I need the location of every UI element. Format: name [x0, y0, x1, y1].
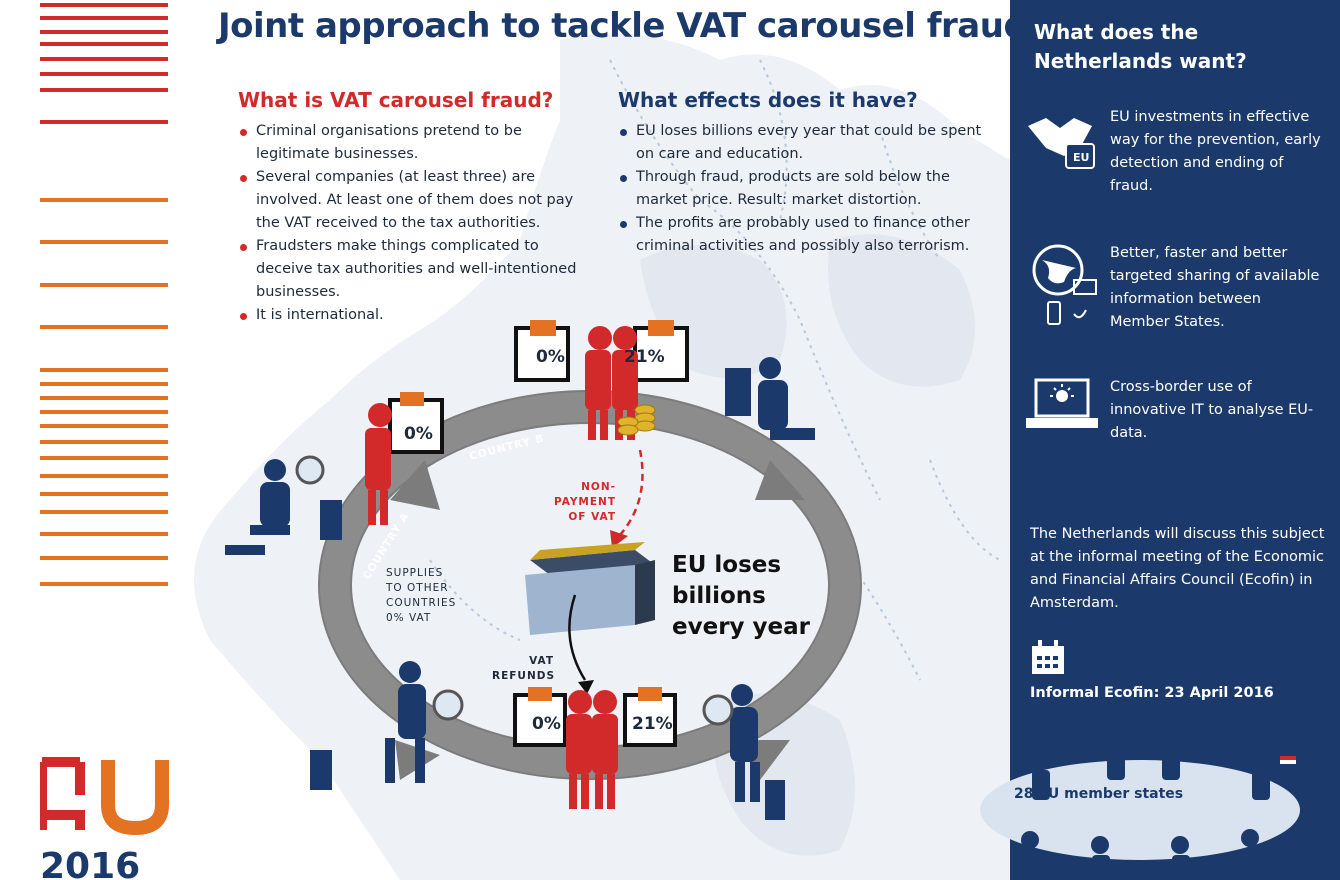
effects-list: EU loses billions every year that could …	[618, 120, 988, 258]
meeting-date: Informal Ecofin: 23 April 2016	[1030, 685, 1274, 701]
box-21-top-label: 21%	[624, 347, 665, 367]
netherlands-flag-icon	[1280, 756, 1296, 768]
inspector-figure-top-right	[725, 357, 815, 440]
treasure-chest-icon	[525, 542, 655, 635]
list-item: Several companies (at least three) are i…	[238, 166, 598, 235]
box-21-bottom-label: 21%	[632, 714, 673, 734]
fraudster-figure-left	[365, 403, 392, 525]
sidebar-item-text: EU investments in effective way for the …	[1110, 109, 1321, 194]
box-zero-left-label: 0%	[404, 424, 433, 444]
calendar-icon	[1032, 640, 1064, 674]
meeting-table-illustration	[980, 731, 1300, 880]
sidebar-title: What does the Netherlands want?	[1034, 20, 1247, 73]
carousel-diagram	[225, 320, 862, 820]
list-item: It is international.	[238, 304, 598, 327]
list-item: Criminal organisations pretend to be leg…	[238, 120, 598, 166]
vat-refunds-arrow	[568, 594, 587, 681]
page-title: Joint approach to tackle VAT carousel fr…	[218, 6, 1028, 46]
globe-sharing-icon	[1032, 244, 1097, 325]
meeting-label: 28 EU member states	[1014, 786, 1184, 802]
sidebar-panel: What does the Netherlands want? EU EU in…	[980, 0, 1340, 880]
arrow-head	[390, 460, 440, 510]
handshake-eu-icon: EU	[1028, 118, 1095, 169]
effects-heading: What effects does it have?	[618, 88, 918, 112]
box-zero-bottom-label: 0%	[532, 714, 561, 734]
box-zero-bottom	[513, 687, 567, 747]
box-zero-left	[388, 392, 444, 454]
inspector-figure-bottom-right	[702, 684, 785, 820]
what-is-list: Criminal organisations pretend to be leg…	[238, 120, 598, 327]
svg-text:EU: EU	[1073, 151, 1089, 164]
fraudster-figures-bottom	[566, 690, 618, 809]
list-item: The profits are probably used to finance…	[618, 212, 988, 258]
list-item: Through fraud, products are sold below t…	[618, 166, 988, 212]
inspector-figure-left	[225, 455, 342, 555]
what-is-heading: What is VAT carousel fraud?	[238, 88, 554, 112]
box-zero-top	[514, 320, 570, 382]
laptop-idea-icon	[1026, 378, 1098, 428]
list-item: EU loses billions every year that could …	[618, 120, 988, 166]
box-zero-top-label: 0%	[536, 347, 565, 367]
box-21-bottom	[623, 687, 677, 747]
sidebar-paragraph: The Netherlands will discuss this subjec…	[1030, 526, 1325, 611]
inspector-figure-bottom-left	[310, 661, 464, 790]
nl-eu-2016-logo: 2016	[40, 757, 169, 880]
svg-text:2016: 2016	[40, 846, 140, 880]
coins-icon	[617, 404, 656, 436]
arrow-head	[755, 460, 805, 500]
non-payment-arrow	[619, 449, 644, 536]
sidebar-item-text: Better, faster and better targeted shari…	[1110, 245, 1320, 330]
list-item: Fraudsters make things complicated to de…	[238, 235, 598, 304]
sidebar-item-text: Cross-border use of innovative IT to ana…	[1110, 379, 1314, 441]
